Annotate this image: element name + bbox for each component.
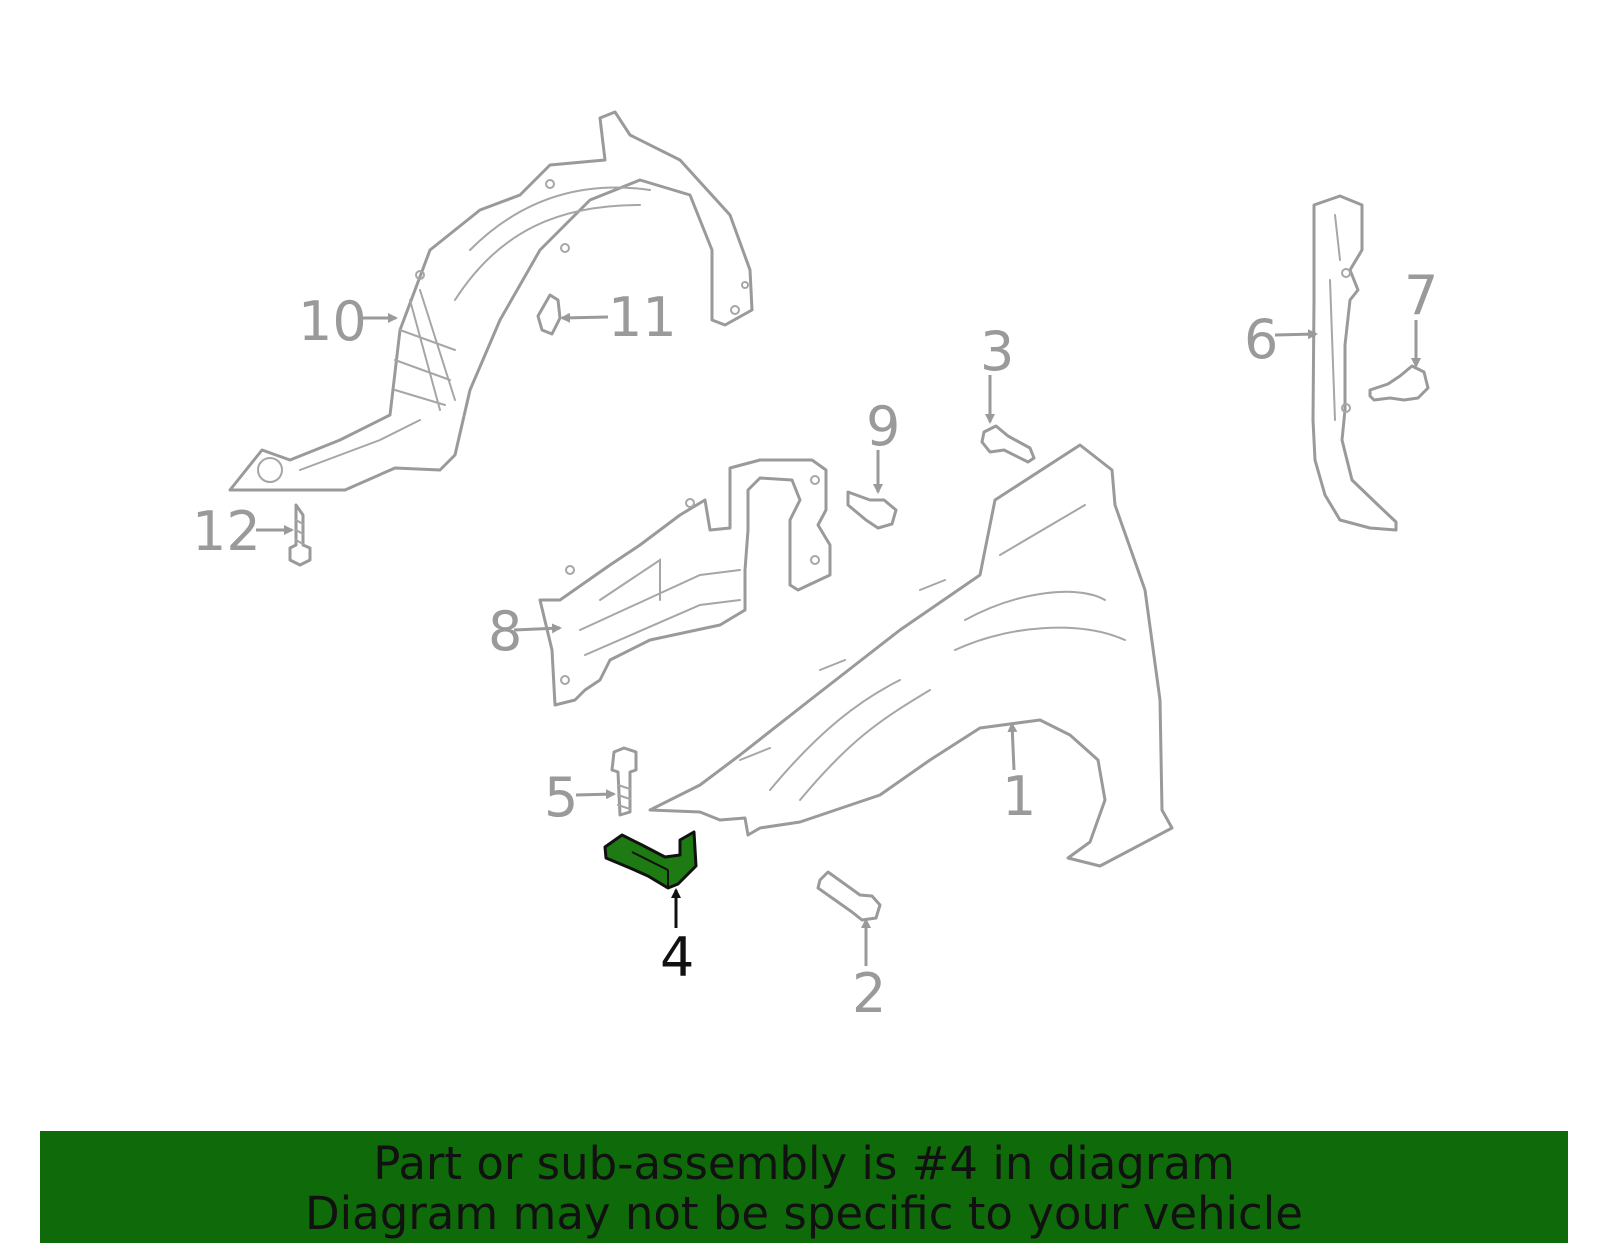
callout-10: 10 xyxy=(298,290,367,353)
info-banner: Part or sub-assembly is #4 in diagram Di… xyxy=(40,1131,1568,1243)
bolt-part-9 xyxy=(846,490,898,530)
callout-3: 3 xyxy=(980,320,1014,383)
clip-part-11 xyxy=(536,293,562,336)
screw-part-12 xyxy=(288,503,312,567)
callout-11: 11 xyxy=(608,286,677,349)
bracket-part-8 xyxy=(538,458,832,707)
callout-7: 7 xyxy=(1404,264,1438,327)
callout-1: 1 xyxy=(1002,765,1036,828)
callout-2: 2 xyxy=(852,962,886,1025)
arrow-1 xyxy=(1007,722,1018,771)
callout-12: 12 xyxy=(192,500,261,563)
fender-panel-part-1 xyxy=(648,443,1174,868)
arrow-6 xyxy=(1274,329,1318,340)
callout-6: 6 xyxy=(1244,308,1278,371)
callout-labels: 10 11 12 8 9 3 6 7 1 5 2 4 xyxy=(192,264,1438,1025)
banner-line-disclaimer: Diagram may not be specific to your vehi… xyxy=(305,1187,1303,1240)
bracket-part-6 xyxy=(1311,194,1398,532)
leader-arrows xyxy=(256,312,1421,966)
bolt-part-5 xyxy=(610,746,638,817)
stud-part-7 xyxy=(1368,364,1430,402)
callout-9: 9 xyxy=(866,395,900,458)
callout-4: 4 xyxy=(660,926,694,989)
banner-line-part-number: Part or sub-assembly is #4 in diagram xyxy=(373,1137,1235,1190)
bolt-part-2 xyxy=(816,870,882,922)
arrow-11 xyxy=(560,312,609,323)
mounting-bracket-part-4 xyxy=(603,830,698,890)
callout-8: 8 xyxy=(488,600,522,663)
arrow-8 xyxy=(513,623,562,634)
bolt-part-3 xyxy=(980,424,1036,464)
callout-5: 5 xyxy=(544,766,578,829)
arrow-5 xyxy=(575,789,616,800)
fender-liner-part-10 xyxy=(228,110,754,492)
